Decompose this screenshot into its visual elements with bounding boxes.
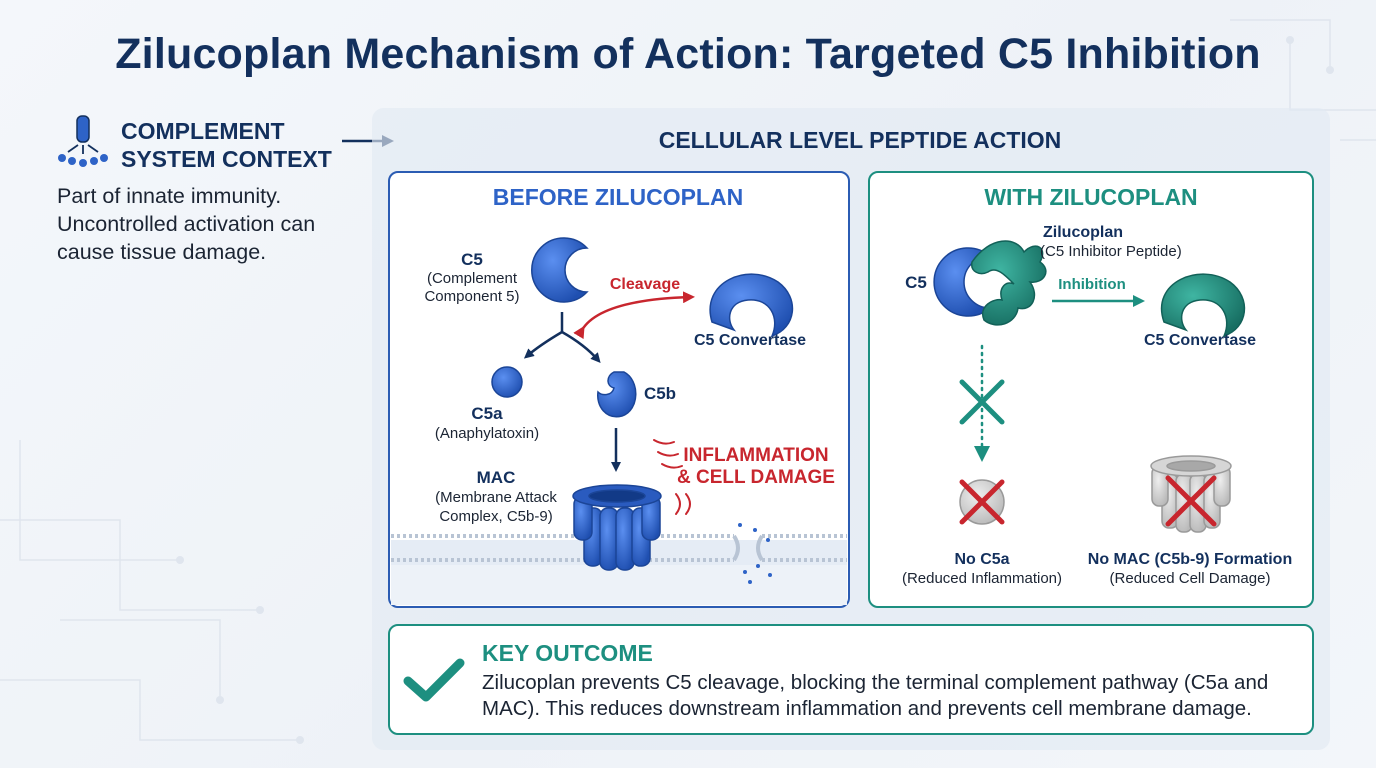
- inflammation-line1: INFLAMMATION: [683, 445, 828, 466]
- blocked-pathway-arrowhead: [974, 446, 990, 462]
- no-c5a-cross-icon: [959, 479, 1005, 525]
- c5a-molecule-icon: [491, 366, 523, 398]
- c5-sub-line2: Component 5): [424, 288, 519, 305]
- key-outcome-body: Zilucoplan prevents C5 cleavage, blockin…: [482, 671, 1269, 720]
- no-c5a-sub-label: (Reduced Inflammation): [902, 570, 1062, 587]
- blocked-x-icon: [959, 379, 1005, 425]
- mac-sub-line2: Complex, C5b-9): [439, 508, 552, 525]
- page-title: Zilucoplan Mechanism of Action: Targeted…: [115, 30, 1261, 78]
- cellular-level-title: CELLULAR LEVEL PEPTIDE ACTION: [658, 127, 1062, 153]
- before-convertase-label: C5 Convertase: [694, 332, 806, 349]
- cleavage-label: Cleavage: [610, 276, 680, 293]
- zilucoplan-sub-label: (C5 Inhibitor Peptide): [1040, 243, 1182, 260]
- no-mac-sub-label: (Reduced Cell Damage): [1110, 570, 1271, 587]
- key-outcome-panel: [388, 624, 1314, 735]
- c5-molecule-icon: [531, 237, 589, 303]
- key-outcome-title: KEY OUTCOME: [482, 640, 653, 666]
- mac-sub-line1: (Membrane Attack: [435, 489, 557, 506]
- c5-label: C5: [461, 250, 483, 269]
- c5b-label: C5b: [644, 384, 676, 403]
- c5-convertase-icon: [709, 273, 794, 338]
- with-c5-label: C5: [905, 273, 927, 292]
- leaking-particles: [738, 523, 772, 584]
- no-mac-label: No MAC (C5b-9) Formation: [1088, 551, 1292, 568]
- mac-pore-icon: [572, 484, 662, 571]
- split-arrow-c5a: [523, 312, 564, 359]
- no-mac-pore-icon: [1150, 455, 1232, 533]
- complement-cascade-icon: [58, 115, 108, 167]
- context-title-line2: SYSTEM CONTEXT: [121, 146, 332, 172]
- c5b-molecule-icon: [597, 371, 637, 418]
- c5a-label: C5a: [471, 404, 503, 423]
- no-c5a-label: No C5a: [954, 551, 1009, 568]
- inflammation-wave-icon: [653, 439, 691, 515]
- with-panel-title: WITH ZILUCOPLAN: [984, 184, 1197, 210]
- c5a-sub-label: (Anaphylatoxin): [435, 425, 539, 442]
- context-title-line1: COMPLEMENT: [121, 118, 285, 144]
- c5-bound-by-zilucoplan-icon: [933, 240, 1047, 326]
- cleavage-arrow: [573, 291, 695, 340]
- zilucoplan-label: Zilucoplan: [1043, 224, 1123, 241]
- before-panel-title: BEFORE ZILUCOPLAN: [493, 184, 743, 210]
- with-c5-convertase-icon: [1161, 273, 1246, 338]
- with-convertase-label: C5 Convertase: [1144, 332, 1256, 349]
- context-title: COMPLEMENT SYSTEM CONTEXT: [121, 117, 361, 173]
- context-description: Part of innate immunity. Uncontrolled ac…: [57, 184, 316, 264]
- checkmark-icon: [403, 658, 465, 702]
- inflammation-line2: & CELL DAMAGE: [677, 467, 835, 488]
- mac-label: MAC: [477, 468, 516, 487]
- no-mac-cross-icon: [1165, 475, 1217, 527]
- c5-sub-line1: (Complement: [427, 270, 518, 287]
- inhibition-label: Inhibition: [1058, 276, 1125, 293]
- split-arrow-c5b: [561, 330, 601, 364]
- with-zilucoplan-panel: [868, 171, 1314, 608]
